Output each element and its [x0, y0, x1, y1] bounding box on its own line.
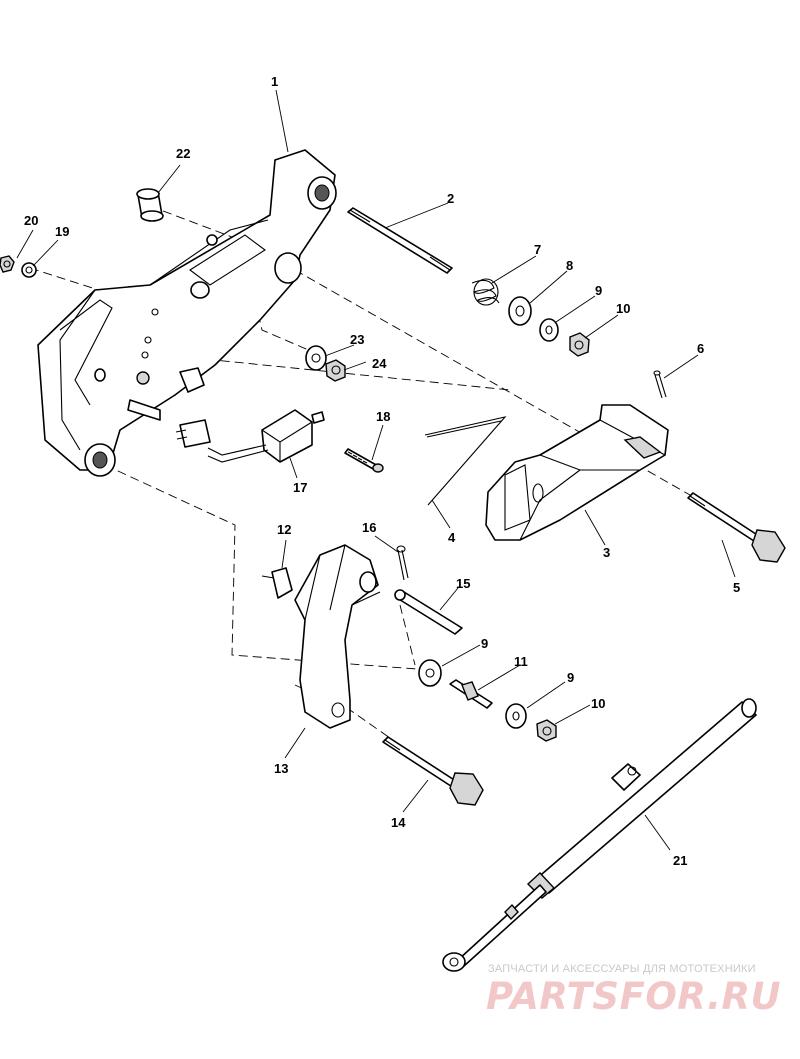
part-2-shaft — [347, 207, 453, 274]
callout-24: 24 — [372, 356, 387, 371]
callout-3: 3 — [603, 545, 610, 560]
part-16-cotter-pin — [396, 545, 409, 581]
callout-18: 18 — [376, 409, 390, 424]
leader-lines — [16, 89, 736, 851]
callout-4: 4 — [448, 530, 456, 545]
part-14-hex-bolt — [382, 736, 484, 806]
callout-22: 22 — [176, 146, 190, 161]
part-22-bushing — [136, 188, 164, 222]
part-10-nut-lower — [536, 719, 557, 742]
part-15-pin — [394, 589, 463, 635]
callout-15: 15 — [456, 576, 470, 591]
part-5-hex-bolt — [687, 492, 786, 563]
callout-7: 7 — [534, 242, 541, 257]
callout-13: 13 — [274, 761, 288, 776]
callout-8: 8 — [566, 258, 573, 273]
part-18-screw — [344, 448, 384, 473]
part-23-washer — [305, 345, 327, 371]
part-10-nut-upper — [569, 332, 590, 357]
callout-21: 21 — [673, 853, 687, 868]
watermark-tagline: ЗАПЧАСТИ И АКСЕССУАРЫ ДЛЯ МОТОТЕХНИКИ — [488, 963, 756, 975]
callout-9-upper: 9 — [595, 283, 602, 298]
watermark-logo: PARTSFOR.RU — [486, 975, 782, 1018]
part-4-link-rod — [424, 416, 507, 506]
part-21-gas-strut — [442, 698, 757, 972]
callout-9-lower: 9 — [567, 670, 574, 685]
part-8-washer — [508, 296, 532, 326]
callout-6: 6 — [697, 341, 704, 356]
part-9-washer-upper — [539, 318, 559, 342]
callout-16: 16 — [362, 520, 376, 535]
part-1-main-bracket — [37, 149, 337, 477]
part-20-nut — [0, 255, 15, 273]
part-17-switch — [175, 409, 325, 463]
callout-2: 2 — [447, 191, 454, 206]
part-19-washer — [21, 262, 37, 278]
part-11-stud — [449, 679, 493, 709]
callout-11: 11 — [514, 654, 528, 669]
part-3-lever-bracket — [485, 404, 669, 541]
part-9-washer-lower — [505, 703, 527, 729]
callout-10-upper: 10 — [616, 301, 630, 316]
callout-23: 23 — [350, 332, 364, 347]
callout-19: 19 — [55, 224, 69, 239]
callout-labels: 1 2 3 4 5 6 7 8 9 9 9 10 10 11 12 13 14 … — [24, 74, 740, 868]
part-13-lever-arm — [294, 544, 381, 729]
part-9-washer-middle — [418, 659, 442, 687]
callout-17: 17 — [293, 480, 307, 495]
part-6-cotter-pin — [653, 370, 667, 399]
callout-12: 12 — [277, 522, 291, 537]
callout-10-lower: 10 — [591, 696, 605, 711]
part-24-nut — [325, 359, 346, 382]
callout-9-middle: 9 — [481, 636, 488, 651]
part-7-spring — [471, 278, 500, 306]
callout-20: 20 — [24, 213, 38, 228]
callout-1: 1 — [271, 74, 278, 89]
callout-5: 5 — [733, 580, 740, 595]
part-12-clip — [261, 567, 293, 599]
callout-14: 14 — [391, 815, 406, 830]
